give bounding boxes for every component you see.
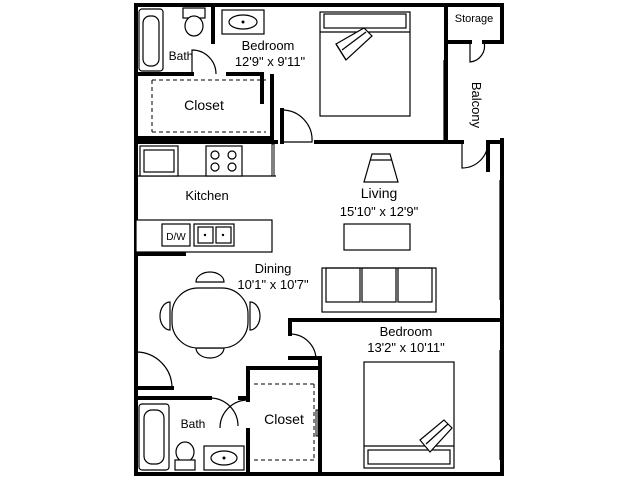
bottom-bath-fixtures xyxy=(138,403,245,471)
dining-table-set xyxy=(159,271,261,359)
bedroom-top-label: Bedroom xyxy=(242,38,295,53)
dining-size: 10'1" x 10'7" xyxy=(237,277,309,292)
refrigerator-icon xyxy=(139,145,179,177)
kitchen-label: Kitchen xyxy=(185,188,228,203)
toilet-icon xyxy=(175,441,195,463)
top-bath-fixtures xyxy=(138,7,265,72)
dishwasher-label: D/W xyxy=(166,232,186,243)
kitchen-fixtures xyxy=(135,143,276,253)
doors xyxy=(135,41,489,429)
storage-label: Storage xyxy=(455,13,494,25)
kitchen-sink-icon xyxy=(193,223,235,247)
sofa-icon xyxy=(321,267,437,313)
bottom-closet xyxy=(254,383,319,461)
living-size: 15'10" x 12'9" xyxy=(340,204,419,219)
bathtub-icon xyxy=(138,8,164,72)
bedroom-top-size: 12'9" x 9'11" xyxy=(235,54,306,69)
bedroom-bottom-size: 13'2" x 10'11" xyxy=(367,340,445,355)
dishwasher-box xyxy=(161,223,191,247)
bath-bottom-label: Bath xyxy=(181,417,206,431)
bed-top xyxy=(319,11,411,117)
living-fixtures xyxy=(321,153,437,313)
stove-icon xyxy=(205,145,243,177)
dining-label: Dining xyxy=(255,261,292,276)
bath-top-label: Bath xyxy=(169,49,194,63)
balcony-label: Balcony xyxy=(469,82,484,129)
closet-top-label: Closet xyxy=(184,97,224,113)
coffee-table xyxy=(343,223,411,251)
bed-bottom xyxy=(363,361,455,469)
dining-table xyxy=(171,287,249,349)
toilet-tank-icon xyxy=(174,459,196,471)
toilet-icon xyxy=(184,15,204,37)
closet-bottom-label: Closet xyxy=(264,411,304,427)
fireplace-icon xyxy=(363,153,399,183)
top-closet xyxy=(151,79,266,133)
living-label: Living xyxy=(361,185,398,201)
interior-walls xyxy=(134,3,504,476)
bedroom-bottom-label: Bedroom xyxy=(380,324,433,339)
bathtub-icon xyxy=(138,403,170,471)
